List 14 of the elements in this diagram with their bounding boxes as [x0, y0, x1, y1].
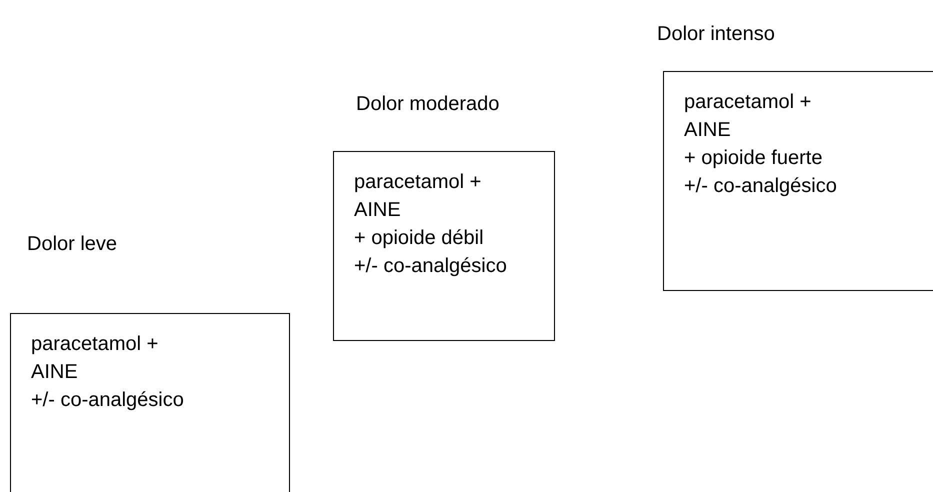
drug-line: + opioide fuerte: [684, 146, 822, 171]
drug-line: +/- co-analgésico: [684, 174, 837, 199]
pain-level-heading: Dolor leve: [27, 232, 118, 256]
drug-line: paracetamol +: [31, 332, 158, 357]
drug-line: paracetamol +: [354, 170, 482, 195]
drug-line: +/- co-analgésico: [31, 388, 184, 413]
drug-line: AINE: [354, 198, 401, 223]
drug-line: AINE: [31, 360, 78, 385]
drug-line: +/- co-analgésico: [354, 254, 507, 279]
pain-level-heading: Dolor intenso: [657, 22, 775, 46]
drug-line: AINE: [684, 118, 731, 143]
pain-level-heading: Dolor moderado: [356, 92, 500, 116]
drug-line: + opioide débil: [354, 226, 484, 251]
drug-line: paracetamol +: [684, 90, 812, 115]
